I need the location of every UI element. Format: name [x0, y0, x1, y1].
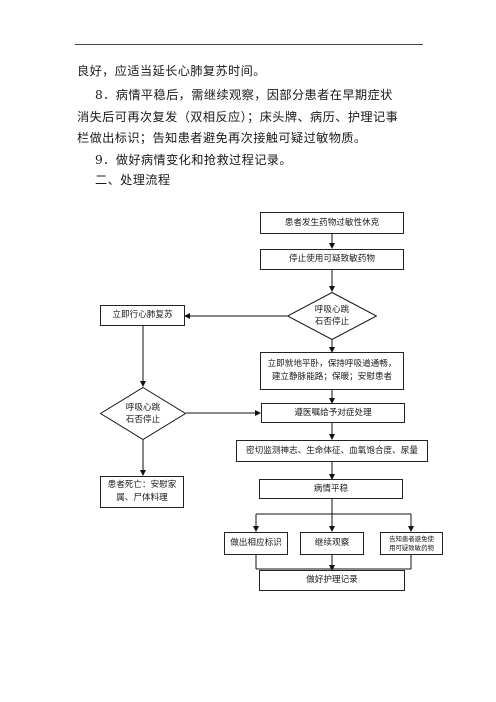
death-line-1: 患者死亡：安慰家	[107, 480, 177, 490]
first-aid-box: 立即就地平卧，保持呼吸道通畅， 建立静脉能路；保暖；安慰患者	[260, 352, 404, 390]
mark-box: 做出相应标识	[224, 532, 288, 555]
stable-box: 病情平稳	[259, 479, 403, 499]
decision-2-line-2: 石否停止	[125, 414, 161, 425]
start-box: 患者发生药物过敏性休克	[260, 212, 404, 234]
decision-1-line-2: 石否停止	[314, 317, 350, 327]
decision-diamond-2: 呼吸心跳石否停止	[100, 387, 186, 440]
first-aid-line-1: 立即就地平卧，保持呼吸道通畅，	[267, 359, 397, 369]
text-line-1: 良好，应适当延长心肺复苏时间。	[77, 64, 266, 78]
inform-line-2: 用可疑致敏药物	[389, 543, 434, 552]
record-box: 做好护理记录	[259, 570, 405, 591]
monitor-box: 密切监测神志、生命体征、血氧饱合度、尿量	[236, 440, 428, 462]
death-line-2: 属、尸体料理	[116, 493, 168, 503]
stop-drug-box: 停止使用可疑致敏药物	[260, 249, 404, 270]
decision-1-line-1: 呼吸心跳	[314, 305, 350, 315]
cpr-box: 立即行心肺复苏	[100, 305, 185, 326]
observe-box: 继续观察	[300, 532, 364, 555]
treatment-box: 遵医嘱给予对症处理	[261, 403, 405, 423]
section-heading: 二、处理流程	[95, 173, 171, 187]
text-line-2: 8．病情平稳后，需继续观察，因部分患者在早期症状	[95, 88, 393, 102]
decision-diamond-1: 呼吸心跳石否停止	[287, 292, 377, 340]
text-line-4: 栏做出标识；告知患者避免再次接触可疑过敏物质。	[77, 131, 367, 145]
inform-box: 告知患者避免使用可疑致敏药物	[380, 532, 443, 555]
inform-line-1: 告知患者避免使	[389, 535, 434, 543]
first-aid-line-2: 建立静脉能路；保暖；安慰患者	[271, 372, 393, 382]
text-line-3: 消失后可再次复发（双相反应）；床头牌、病历、护理记事	[77, 110, 399, 124]
death-box: 患者死亡：安慰家属、尸体料理	[100, 476, 184, 508]
header-rule	[75, 44, 423, 45]
text-line-5: 9．做好病情变化和抢救过程记录。	[95, 153, 292, 167]
decision-2-line-1: 呼吸心跳	[125, 402, 161, 413]
